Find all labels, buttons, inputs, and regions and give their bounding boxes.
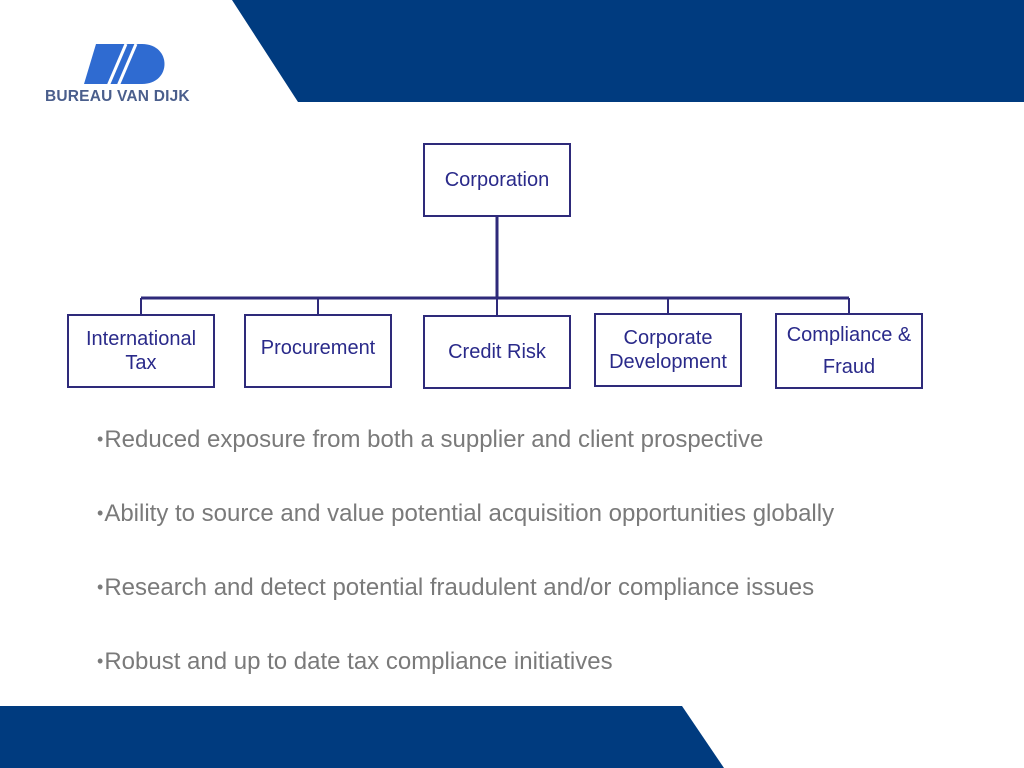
bullet-text: Robust and up to date tax compliance ini… [104, 648, 613, 675]
list-item: •Reduced exposure from both a supplier a… [97, 420, 834, 494]
org-node-credit-risk: Credit Risk [423, 315, 571, 389]
org-node-label-line-2: Tax [125, 352, 157, 374]
org-node-procurement: Procurement [244, 314, 392, 388]
org-node-corporate-development: Corporate Development [594, 313, 742, 387]
bullet-icon: • [97, 429, 104, 449]
brand-name: BUREAU VAN DIJK [45, 88, 190, 105]
bullet-text: Reduced exposure from both a supplier an… [104, 426, 764, 453]
org-node-corporation: Corporation [423, 143, 571, 217]
list-item: •Ability to source and value potential a… [97, 494, 834, 568]
benefits-list: •Reduced exposure from both a supplier a… [97, 420, 834, 716]
header-band [232, 0, 1024, 102]
org-node-label-line-1: International [85, 328, 197, 350]
bullet-icon: • [97, 651, 104, 671]
bullet-text: Research and detect potential fraudulent… [104, 574, 815, 601]
bullet-icon: • [97, 503, 104, 523]
org-node-compliance-fraud: Compliance & Fraud [775, 313, 923, 389]
bullet-text: Ability to source and value potential ac… [104, 500, 835, 527]
bullet-icon: • [97, 577, 104, 597]
list-item: •Research and detect potential fraudulen… [97, 568, 834, 642]
org-node-international-tax: International Tax [67, 314, 215, 388]
org-node-label: Procurement [260, 337, 376, 359]
list-item: •Robust and up to date tax compliance in… [97, 642, 834, 716]
org-node-label: Corporation [444, 169, 550, 191]
org-node-label-line-2: Fraud [822, 356, 876, 378]
org-node-label: Credit Risk [448, 341, 546, 363]
bvd-logo-icon [84, 43, 165, 87]
brand-logo [44, 43, 214, 110]
org-node-label-line-1: Compliance & [786, 324, 912, 346]
org-node-label-line-2: Development [609, 351, 727, 373]
footer-band [0, 706, 724, 768]
org-node-label-line-1: Corporate [623, 327, 713, 349]
